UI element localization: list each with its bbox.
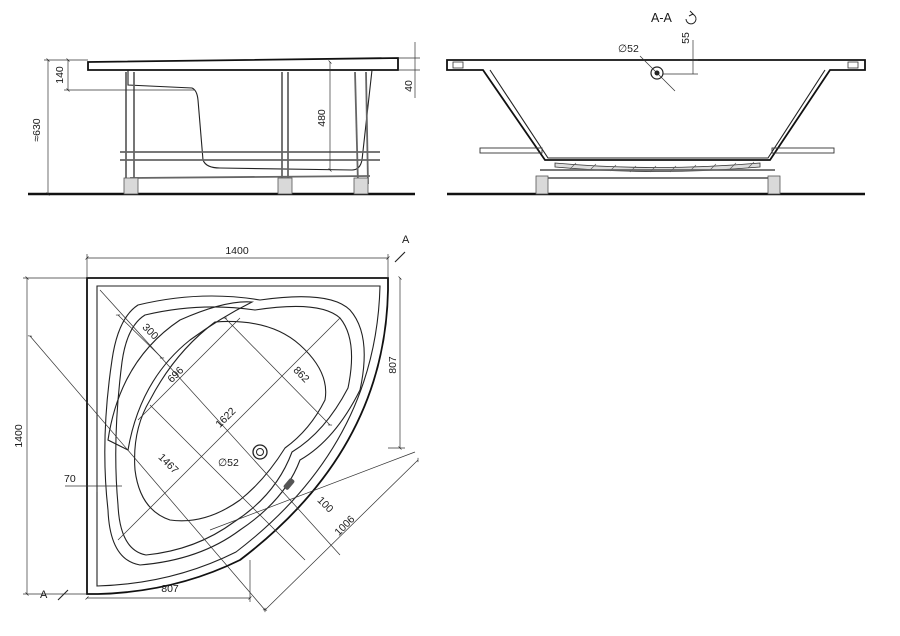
dim-plan-width: 1400 [225,245,249,257]
dim-side-bottom: 807 [161,583,179,595]
section-shell [446,59,866,161]
dim-inner-depth: 480 [316,109,328,127]
dim-plan-drain: ∅52 [218,457,239,469]
dim-diagonal-basin: 1467 [156,451,181,476]
section-title: A-A [651,11,673,25]
tub-frame [120,71,380,185]
tub-feet [123,177,369,195]
plan-basin-outer [104,295,365,566]
dim-front-width: 1006 [332,513,357,538]
dim-overflow-offset: 100 [315,494,336,515]
section-mark-top [394,251,406,263]
dim-basin-length: 862 [291,364,312,385]
section-feet [535,175,781,195]
plan-view: 1400 1400 807 807 70 A A [13,234,419,613]
section-inner-wall [489,69,826,159]
dim-total-height: ≈630 [31,118,43,141]
dim-rim-height: 140 [54,66,66,84]
dim-rim-thickness: 40 [403,80,415,92]
section-drain [650,66,664,80]
plan-drain [252,444,268,460]
dim-diagonal-inner: 1622 [213,405,238,430]
tub-inner-profile [127,69,373,171]
section-mark-bottom [57,589,69,601]
dim-section-drain: ∅52 [618,43,639,55]
dim-side-right: 807 [387,356,399,374]
section-frame [540,169,775,179]
plan-rim-inner [96,285,381,587]
rotate-icon [685,10,697,25]
dim-drain-offset: 55 [680,32,692,44]
dim-edge-offset: 70 [64,473,76,485]
side-view: ≈630 140 480 40 [28,42,420,196]
section-mark-bottom-label: A [40,589,48,601]
tub-rim [87,57,399,71]
dim-plan-depth: 1400 [13,424,25,448]
section-view: A-A [446,10,866,196]
section-mark-top-label: A [402,234,410,246]
